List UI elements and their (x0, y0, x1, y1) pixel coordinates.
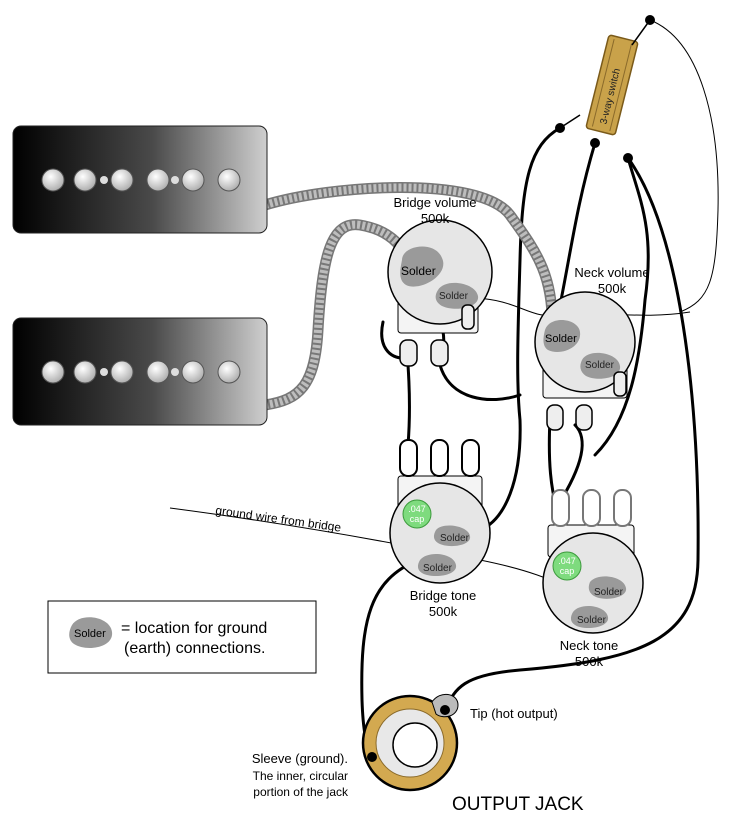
jack-tip-lug (440, 705, 450, 715)
solder-blob (435, 282, 479, 309)
neck-volume-value: 500k (598, 281, 627, 296)
switch-lug-mid (590, 138, 600, 148)
bridge-pickup (12, 317, 268, 426)
cap-value: .047 (558, 556, 576, 566)
braided-cables (263, 182, 558, 411)
legend-line-1: = location for ground (121, 620, 267, 637)
bridge-volume-name: Bridge volume (393, 195, 476, 210)
solder-label: Solder (401, 264, 436, 278)
bridge-volume-value: 500k (421, 211, 450, 226)
bridge-tone-pot: .047 cap Solder Solder (389, 439, 491, 584)
capacitor (552, 551, 582, 581)
switch-lug-top (645, 15, 655, 25)
neck-tone-pot: .047 cap Solder Solder (542, 489, 644, 634)
pot-lugs (546, 371, 627, 431)
neck-pickup-screws (41, 168, 241, 192)
solder-blob (433, 525, 471, 547)
output-jack-title: OUTPUT JACK (452, 794, 584, 815)
legend-solder-icon (69, 617, 113, 648)
switch-lug-right (623, 153, 633, 163)
tip-label: Tip (hot output) (470, 706, 558, 721)
cap-unit: cap (410, 514, 425, 524)
bridge-volume-pot: Solder Solder (387, 219, 493, 367)
sleeve-line-3: portion of the jack (253, 785, 349, 799)
solder-blob (400, 246, 444, 287)
neck-pickup (12, 125, 268, 234)
sleeve-line-2: The inner, circular (253, 769, 348, 783)
solder-blob (580, 352, 621, 379)
output-jack (361, 694, 459, 792)
bridge-tone-name: Bridge tone (410, 588, 477, 603)
solder-blob (543, 320, 581, 352)
legend-solder-label: Solder (74, 628, 106, 640)
jack-sleeve-lug (367, 752, 377, 762)
neck-tone-value: 500k (575, 654, 604, 669)
capacitor (402, 499, 432, 529)
neck-tone-name: Neck tone (560, 638, 619, 653)
pot-lugs (399, 304, 475, 367)
switch-lug-left (555, 123, 565, 133)
solder-label: Solder (594, 587, 624, 598)
solder-label: Solder (439, 291, 469, 302)
solder-blob (588, 576, 627, 599)
neck-volume-name: Neck volume (574, 265, 649, 280)
pot-lugs (399, 439, 480, 477)
ground-wire-label: ground wire from bridge (215, 503, 343, 535)
bridge-pickup-screws (41, 360, 241, 384)
cap-value: .047 (408, 504, 426, 514)
legend-line-2: (earth) connections. (124, 640, 265, 657)
solder-blob (570, 605, 609, 629)
pot-lugs (551, 489, 632, 527)
solder-label: Solder (545, 333, 577, 345)
bridge-tone-value: 500k (429, 604, 458, 619)
sleeve-line-1: Sleeve (ground). (252, 751, 348, 766)
solder-label: Solder (423, 563, 453, 574)
solder-label: Solder (577, 615, 607, 626)
cap-unit: cap (560, 566, 575, 576)
legend-box: Solder = location for ground (earth) con… (47, 600, 317, 674)
neck-volume-pot: Solder Solder (534, 291, 636, 431)
three-way-switch: 3-way switch (555, 15, 655, 163)
solder-label: Solder (585, 360, 615, 371)
solder-blob (417, 553, 457, 577)
solder-label: Solder (440, 533, 470, 544)
